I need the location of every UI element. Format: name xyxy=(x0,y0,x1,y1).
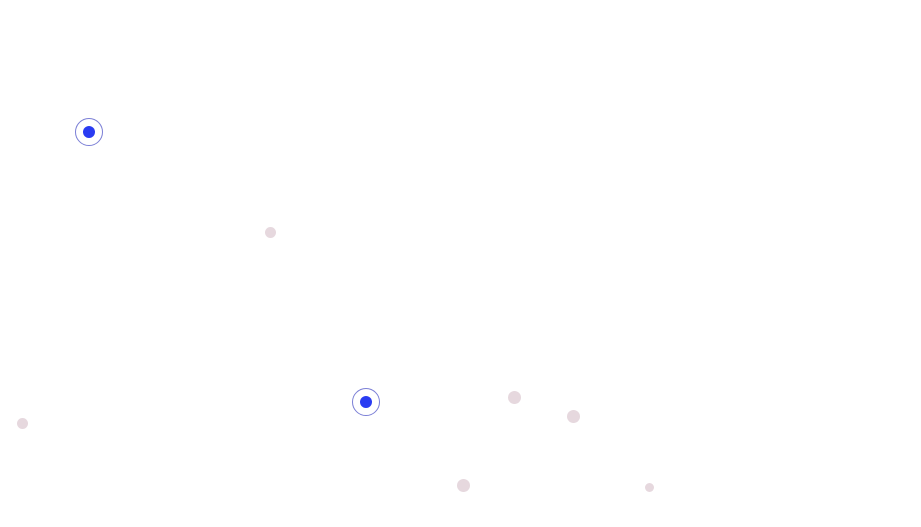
distractor-dot-1 xyxy=(265,227,276,238)
target-dot-1[interactable] xyxy=(75,118,103,146)
distractor-dot-4 xyxy=(17,418,28,429)
target-dot-core xyxy=(360,396,372,408)
distractor-dot-2 xyxy=(508,391,521,404)
target-dot-core xyxy=(83,126,95,138)
target-dot-2[interactable] xyxy=(352,388,380,416)
distractor-dot-3 xyxy=(567,410,580,423)
distractor-dot-6 xyxy=(645,483,654,492)
distractor-dot-5 xyxy=(457,479,470,492)
